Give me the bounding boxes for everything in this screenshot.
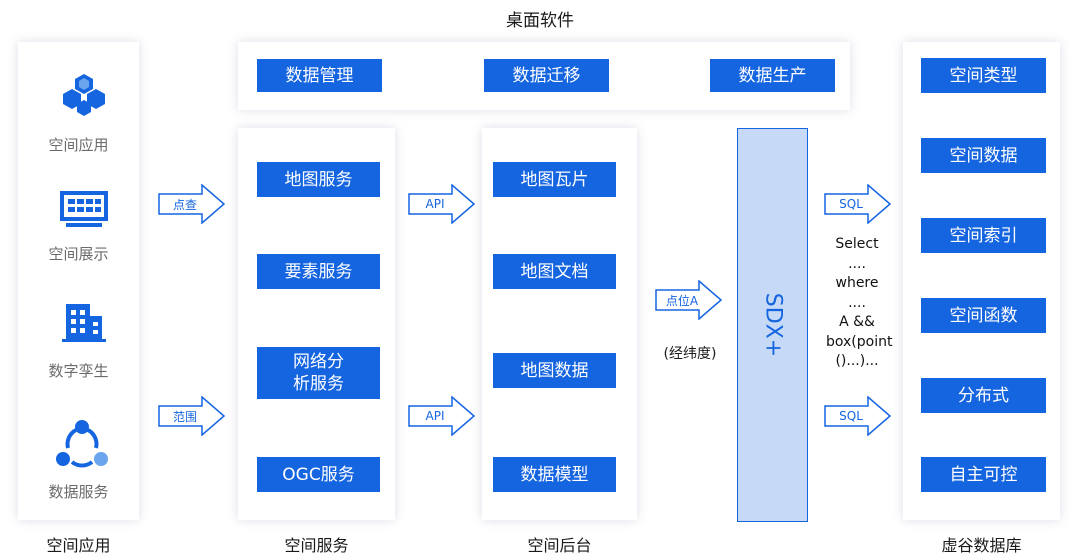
sdx-bar: SDX+: [737, 128, 808, 522]
db-spatial-data: 空间数据: [921, 138, 1046, 173]
app-label-digital-twin: 数字孪生: [48, 362, 109, 380]
service-ogc: OGC服务: [257, 457, 380, 492]
database-caption: 虚谷数据库: [941, 536, 1022, 555]
db-spatial-types: 空间类型: [921, 58, 1046, 93]
monitor-grid-icon: [60, 191, 108, 227]
service-map: 地图服务: [257, 162, 380, 197]
sql-text-line: Select: [835, 236, 879, 252]
apps-caption: 空间应用: [46, 536, 111, 555]
db-distributed: 分布式: [921, 378, 1046, 413]
database-panel: [903, 42, 1060, 520]
building-icon: [62, 304, 106, 342]
desktop-title: 桌面软件: [506, 11, 574, 31]
arrow-label-point-query: 点查: [172, 197, 197, 212]
arrow-label-sql-bottom: SQL: [839, 409, 863, 423]
app-label-data-service: 数据服务: [48, 483, 109, 501]
sql-text-line: where: [835, 275, 879, 291]
sql-text-line: box(point: [826, 334, 893, 350]
desktop-item-data-migration: 数据迁移: [484, 59, 609, 92]
service-network-analysis: 网络分析服务: [257, 347, 380, 399]
arrow-label-sql-top: SQL: [839, 197, 863, 211]
arrow-label-api-top: API: [425, 197, 445, 211]
service-feature: 要素服务: [257, 254, 380, 289]
arrow-sql-top: SQL: [824, 184, 892, 224]
desktop-item-data-management: 数据管理: [257, 59, 382, 92]
services-caption: 空间服务: [284, 536, 349, 555]
backend-map-document: 地图文档: [493, 254, 616, 289]
app-label-spatial-display: 空间展示: [48, 245, 109, 263]
cube-cluster-icon: [63, 74, 105, 116]
arrow-sql-bottom: SQL: [824, 396, 892, 436]
arrow-range-query: 范围: [158, 396, 226, 436]
apps-panel: [18, 42, 139, 520]
db-self-controlled: 自主可控: [921, 457, 1046, 492]
sql-text-line: ....: [848, 256, 866, 272]
db-spatial-functions: 空间函数: [921, 298, 1046, 333]
arrow-api-top: API: [408, 184, 476, 224]
arrow-api-bottom: API: [408, 396, 476, 436]
arrow-label-point-a: 点位A: [665, 293, 699, 308]
lat-lon-note: (经纬度): [663, 346, 717, 362]
backend-map-data: 地图数据: [493, 353, 616, 388]
sdx-label: SDX+: [760, 292, 785, 358]
backend-map-tiles: 地图瓦片: [493, 162, 616, 197]
desktop-item-data-production: 数据生产: [710, 59, 835, 92]
app-label-spatial-application: 空间应用: [48, 136, 109, 154]
db-spatial-index: 空间索引: [921, 218, 1046, 253]
sql-text-line: ()...)...: [835, 353, 879, 369]
arrow-label-api-bottom: API: [425, 409, 445, 423]
network-nodes-icon: [56, 420, 108, 468]
backend-data-model: 数据模型: [493, 457, 616, 492]
arrow-point-query: 点查: [158, 184, 226, 224]
sql-text-line: ....: [848, 295, 866, 311]
sql-text-line: A &&: [839, 314, 875, 330]
arrow-label-range-query: 范围: [172, 409, 197, 424]
backend-caption: 空间后台: [527, 536, 592, 555]
arrow-point-a: 点位A: [655, 280, 723, 320]
